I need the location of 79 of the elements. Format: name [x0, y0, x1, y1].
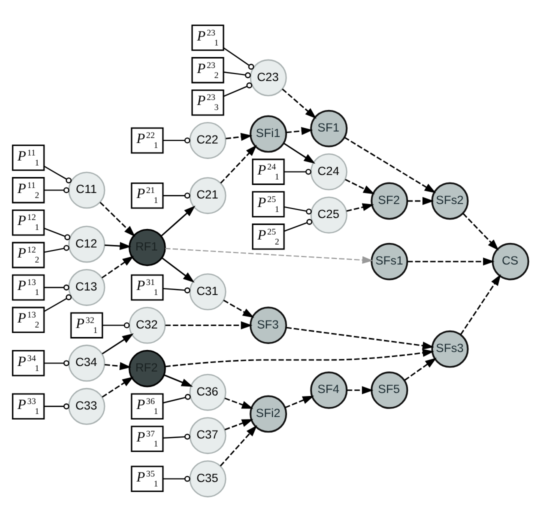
connector — [44, 360, 70, 366]
node-circle: C25 — [310, 196, 348, 234]
node-circle: C22 — [189, 122, 226, 159]
connector — [163, 476, 190, 482]
node-circle: SF3 — [250, 306, 288, 344]
node-circle: C32 — [128, 306, 166, 344]
connector — [44, 294, 72, 312]
node-circle: C23 — [250, 59, 287, 96]
arrow — [346, 386, 374, 394]
node-circle: C31 — [189, 273, 226, 310]
arrow — [286, 326, 434, 350]
arrow — [408, 258, 495, 266]
node-circle: SF4 — [310, 371, 348, 409]
node-circle: SFs2 — [431, 182, 469, 220]
arrow — [102, 256, 134, 278]
node-circle: C36 — [189, 374, 226, 411]
node-circle: SF5 — [370, 371, 408, 409]
arrow — [104, 242, 132, 250]
arrow — [284, 396, 314, 408]
node-circle: C24 — [310, 153, 348, 190]
arrow — [102, 376, 134, 398]
node-circle: SF1 — [310, 110, 348, 148]
arrow — [160, 206, 196, 236]
arrow — [226, 132, 252, 141]
connector — [284, 206, 312, 215]
arrow — [165, 248, 374, 264]
node-circle: CS — [492, 242, 530, 280]
connector — [44, 403, 70, 410]
connector — [224, 72, 251, 78]
arrow — [344, 136, 436, 194]
arrow — [283, 142, 316, 164]
node-circle: SFs1 — [370, 242, 408, 280]
arrow — [462, 213, 499, 251]
connector — [44, 244, 70, 253]
arrow — [165, 321, 252, 330]
arrow — [286, 127, 313, 136]
arrow — [220, 144, 257, 184]
connector — [102, 322, 130, 328]
node-circle: SFi2 — [250, 395, 288, 433]
connector — [163, 434, 190, 440]
connector — [284, 168, 312, 175]
connector — [163, 287, 190, 294]
arrow — [346, 203, 374, 212]
connector — [44, 284, 70, 290]
connector — [44, 187, 70, 194]
connector — [163, 137, 190, 144]
node-circle: C33 — [68, 388, 106, 425]
node-circle: C12 — [68, 226, 106, 263]
arrow — [104, 362, 132, 370]
connector — [163, 192, 190, 199]
arrow — [282, 88, 316, 119]
node-circle: SFi1 — [250, 115, 288, 153]
node-circle: C13 — [68, 269, 106, 306]
arrow — [165, 348, 434, 368]
connector — [223, 47, 254, 70]
arrow — [164, 374, 193, 387]
node-circle: C35 — [189, 460, 226, 498]
node-circle: SF2 — [370, 182, 408, 220]
arrow — [407, 196, 434, 206]
arrow — [404, 358, 437, 381]
node-circle: C37 — [189, 417, 226, 454]
node-circle: C34 — [68, 344, 106, 382]
arrow — [161, 257, 195, 283]
arrow — [460, 274, 501, 336]
connector — [223, 82, 252, 97]
connector — [284, 218, 312, 232]
connector — [44, 228, 70, 240]
connector — [44, 166, 72, 184]
arrow — [223, 300, 254, 318]
arrow — [100, 202, 136, 237]
node-circle: C11 — [68, 172, 106, 209]
arrow — [102, 333, 134, 354]
node-circle: C21 — [189, 177, 226, 214]
arrow — [224, 398, 254, 409]
connector — [162, 394, 191, 404]
node-circle: SFs3 — [431, 330, 469, 368]
arrow — [224, 419, 254, 430]
arrow — [220, 425, 258, 466]
arrow — [344, 178, 375, 194]
